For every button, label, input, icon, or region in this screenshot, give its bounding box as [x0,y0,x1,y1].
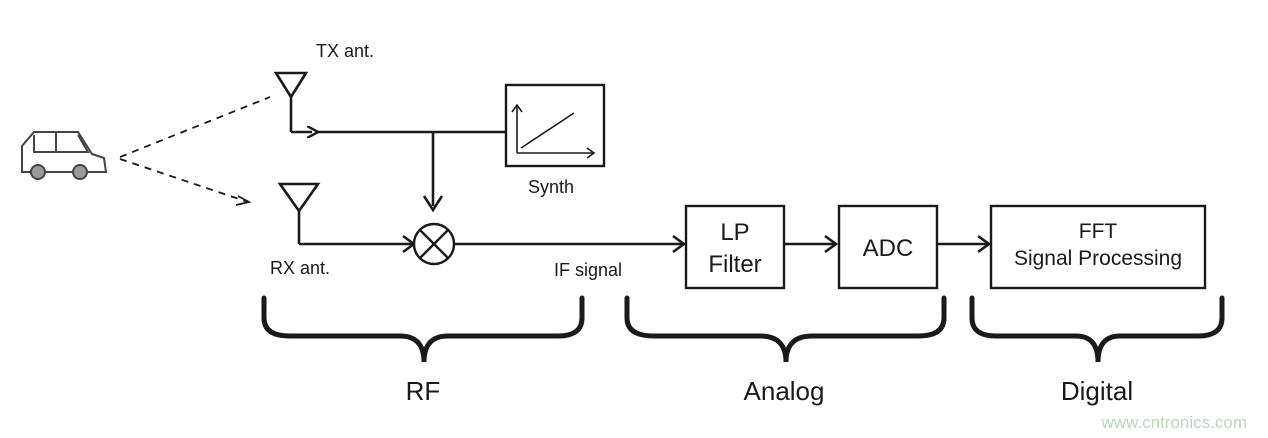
fft-block [989,204,1207,290]
analog-brace [624,295,947,363]
rx-antenna-icon [277,182,412,246]
rx-antenna-label: RX ant. [270,258,330,278]
lp-filter-label-line1: LP [720,219,749,246]
tx-antenna-label: TX ant. [316,41,374,61]
if-signal-line [454,234,687,254]
rf-brace [261,295,585,363]
synth-label: Synth [528,177,574,197]
fft-label-line1: FFT [1079,220,1118,243]
analog-section-label: Analog [744,376,825,406]
digital-section-label: Digital [1061,376,1133,406]
if-signal-label: IF signal [554,260,622,280]
watermark: www.cntronics.com [1101,413,1247,432]
rf-section-label: RF [406,376,441,406]
chirp-graph-icon [511,103,596,159]
synth-output-line [318,132,505,206]
car-icon [21,131,108,180]
rx-arrowhead [235,195,252,206]
adc-block [837,204,939,290]
lp-filter-label-line2: Filter [708,251,761,278]
lo-arrowhead [422,195,444,213]
lpf-to-adc-arrow [784,234,839,254]
fft-label-line2: Signal Processing [1014,247,1182,270]
digital-brace [969,295,1225,363]
lp-filter-block [684,204,786,290]
adc-to-fft-arrow [937,234,992,254]
mixer-icon [412,222,456,266]
adc-label: ADC [863,235,914,262]
propagation-path [119,96,271,203]
synth-block [504,83,606,168]
tx-antenna-icon [273,71,312,134]
